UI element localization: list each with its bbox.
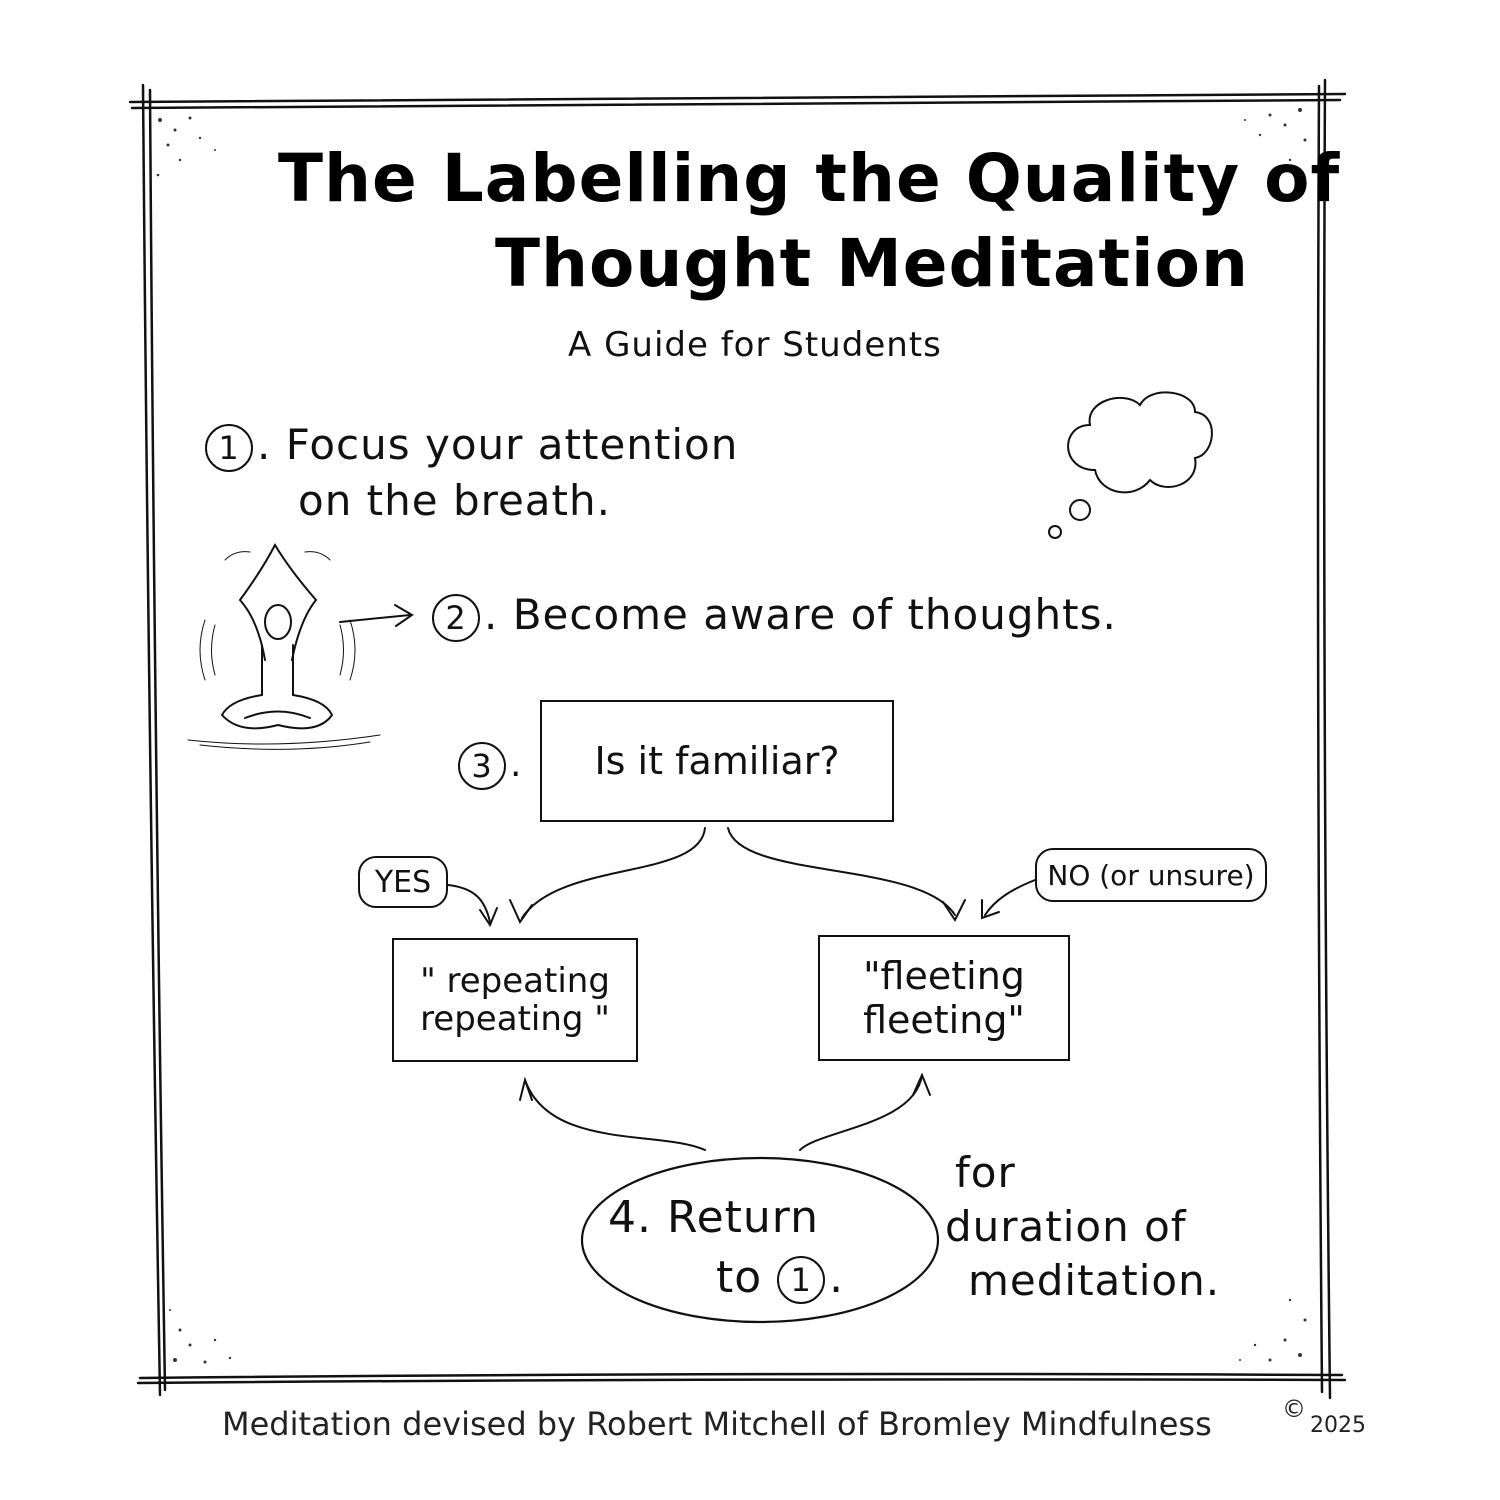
footer-credit: Meditation devised by Robert Mitchell of… — [222, 1405, 1212, 1443]
question-box: Is it familiar? — [540, 700, 894, 822]
repeating-line2: repeating " — [420, 999, 610, 1039]
step3-label: 3. — [458, 742, 522, 790]
step2-text: Become aware of thoughts. — [512, 590, 1117, 639]
step2-number: 2 — [432, 593, 480, 642]
figure-to-step2-arrow — [339, 604, 414, 627]
step1: 1. Focus your attention — [205, 420, 738, 472]
copyright-symbol: © — [1282, 1395, 1306, 1423]
step4-ref-number: 1 — [777, 1256, 826, 1304]
question-text: Is it familiar? — [594, 739, 840, 783]
step4-to: to — [716, 1252, 763, 1303]
repeating-line1: " repeating — [420, 961, 610, 1001]
no-label: NO (or unsure) — [1035, 848, 1267, 902]
page-subtitle: A Guide for Students — [568, 325, 942, 365]
step1-text-line1: Focus your attention — [285, 420, 739, 469]
step2: 2. Become aware of thoughts. — [432, 590, 1117, 642]
step4-line2: to 1. — [716, 1252, 845, 1304]
fleeting-line1: "fleeting — [863, 954, 1025, 998]
page-title: The Labelling the Quality of — [278, 140, 1341, 217]
page-title-line2: Thought Meditation — [495, 225, 1249, 302]
copyright-year: 2025 — [1310, 1413, 1366, 1438]
thought-bubble-icon — [1048, 391, 1213, 539]
duration-note-line2: duration of — [945, 1202, 1187, 1251]
fleeting-line2: fleeting" — [863, 998, 1025, 1042]
corner-stipple — [156, 108, 1307, 1364]
duration-note-line1: for — [955, 1148, 1016, 1197]
step4-ellipse — [580, 1156, 940, 1324]
step1-text-line2: on the breath. — [298, 476, 611, 525]
branch-arrows — [447, 827, 1036, 928]
yes-label: YES — [358, 856, 448, 908]
fleeting-box: "fleeting fleeting" — [818, 935, 1070, 1061]
repeating-box: " repeating repeating " — [392, 938, 638, 1062]
step4-line1: 4. Return — [608, 1192, 819, 1243]
step1-number: 1 — [205, 423, 253, 472]
page-frame — [128, 78, 1347, 1400]
meditating-figure-icon — [187, 542, 381, 750]
return-arrows — [519, 1072, 931, 1151]
step3-number: 3 — [458, 742, 506, 790]
duration-note-line3: meditation. — [968, 1256, 1221, 1305]
